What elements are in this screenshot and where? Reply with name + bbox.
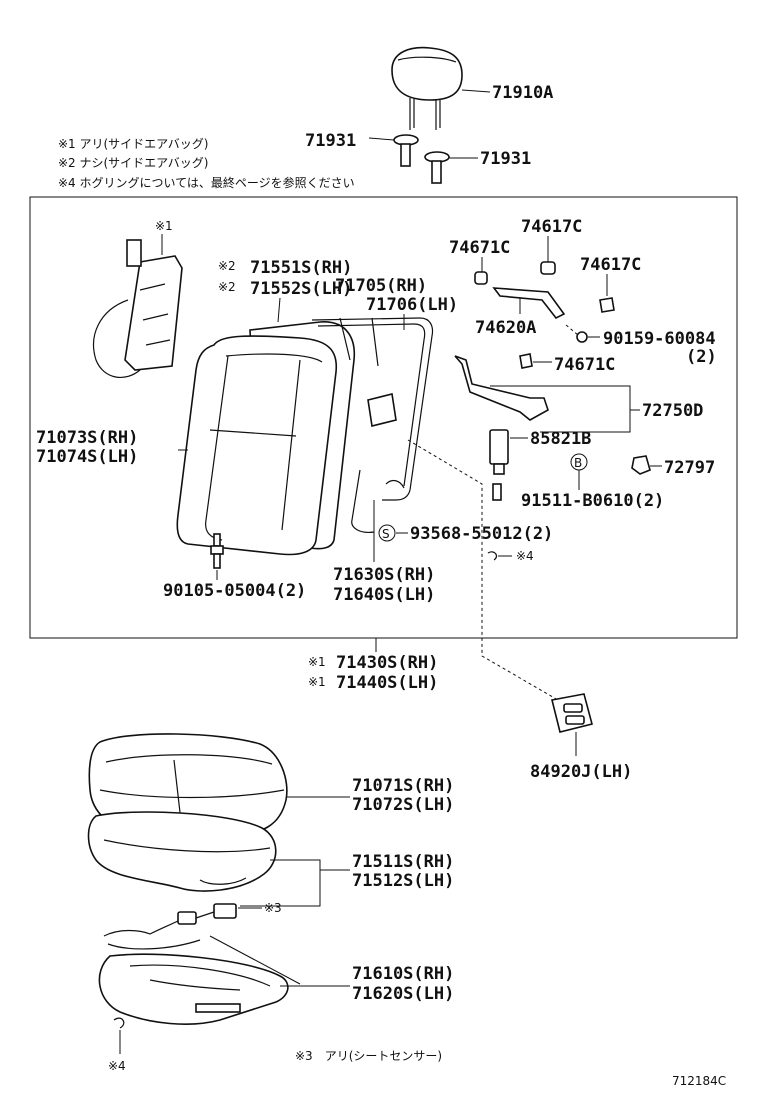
cushion-cover-drawing bbox=[88, 733, 288, 837]
label-71620S: 71620S(LH) bbox=[352, 984, 454, 1004]
bar-74620A-drawing bbox=[492, 287, 566, 320]
mark-4-b: ※4 bbox=[108, 1059, 126, 1073]
label-71931-a: 71931 bbox=[305, 131, 356, 151]
label-71511S: 71511S(RH) bbox=[352, 852, 454, 872]
mark-1-b: ※1 bbox=[308, 675, 326, 689]
label-71610S: 71610S(RH) bbox=[352, 964, 454, 984]
label-74620A: 74620A bbox=[475, 318, 536, 338]
motor-85821B-drawing bbox=[489, 429, 509, 501]
label-71705: 71705(RH) bbox=[335, 276, 427, 296]
drawing-code: 712184C bbox=[672, 1074, 726, 1088]
note-2: ※2 ナシ(サイドエアバッグ) bbox=[58, 156, 208, 170]
mark-4-a: ※4 bbox=[516, 549, 534, 563]
label-71074S: 71074S(LH) bbox=[36, 447, 138, 467]
hog-ring-drawing bbox=[487, 551, 498, 561]
label-71552S: 71552S(LH) bbox=[250, 279, 352, 299]
clip-72797-drawing bbox=[631, 455, 651, 475]
label-72750D: 72750D bbox=[642, 401, 703, 421]
side-airbag-drawing bbox=[92, 239, 183, 378]
label-74671C-top: 74671C bbox=[449, 238, 510, 258]
label-85821B: 85821B bbox=[530, 429, 591, 449]
label-71440S: 71440S(LH) bbox=[336, 673, 438, 693]
label-74617C-top: 74617C bbox=[521, 217, 582, 237]
label-71073S: 71073S(RH) bbox=[36, 428, 138, 448]
screw-90159-drawing bbox=[565, 324, 588, 343]
label-71630S: 71630S(RH) bbox=[333, 565, 435, 585]
bracket-72750D-drawing bbox=[454, 355, 549, 421]
label-71071S: 71071S(RH) bbox=[352, 776, 454, 796]
mark-1-a: ※1 bbox=[308, 655, 326, 669]
headrest-drawing bbox=[391, 46, 463, 130]
label-71931-b: 71931 bbox=[480, 149, 531, 169]
bolt-90105-drawing bbox=[210, 533, 224, 569]
mark-2-a: ※2 bbox=[218, 259, 236, 273]
note-3: ※3 アリ(シートセンサー) bbox=[295, 1049, 442, 1063]
note-4: ※4 ホグリングについては、最終ページを参照ください bbox=[58, 175, 355, 190]
clip-74671C-low bbox=[519, 353, 533, 369]
label-71551S: 71551S(RH) bbox=[250, 258, 352, 278]
label-71430S: 71430S(RH) bbox=[336, 653, 438, 673]
cushion-frame-drawing bbox=[98, 953, 289, 1025]
label-90159-qty: (2) bbox=[686, 347, 717, 367]
clip-74617C-right bbox=[599, 297, 615, 313]
label-71072S: 71072S(LH) bbox=[352, 795, 454, 815]
label-71640S: 71640S(LH) bbox=[333, 585, 435, 605]
mark-1-airbag: ※1 bbox=[155, 219, 173, 233]
mark-3: ※3 bbox=[264, 901, 282, 915]
label-90105: 90105-05004(2) bbox=[163, 581, 306, 601]
callout-s-letter: S bbox=[382, 527, 390, 541]
seatback-group-frame bbox=[29, 196, 738, 639]
seat-sensor-drawing bbox=[103, 903, 237, 950]
headrest-support-left bbox=[393, 134, 419, 167]
headrest-support-right bbox=[424, 151, 450, 184]
callout-b-letter: B bbox=[574, 456, 582, 470]
note-1: ※1 アリ(サイドエアバッグ) bbox=[58, 137, 208, 151]
label-84920J: 84920J(LH) bbox=[530, 762, 632, 782]
seatback-cover-drawing bbox=[176, 335, 338, 556]
label-74617C-right: 74617C bbox=[580, 255, 641, 275]
label-74671C-low: 74671C bbox=[554, 355, 615, 375]
mark-2-b: ※2 bbox=[218, 280, 236, 294]
clip-74671C-top bbox=[474, 271, 488, 285]
label-93568: 93568-55012(2) bbox=[410, 524, 553, 544]
label-72797: 72797 bbox=[664, 458, 715, 478]
label-91511: 91511-B0610(2) bbox=[521, 491, 664, 511]
cushion-pad-drawing bbox=[87, 811, 277, 892]
label-90159: 90159-60084 bbox=[603, 329, 716, 349]
switch-84920J-drawing bbox=[551, 693, 593, 733]
hog-ring-bottom-drawing bbox=[113, 1017, 125, 1029]
label-71512S: 71512S(LH) bbox=[352, 871, 454, 891]
clip-74617C-top bbox=[540, 261, 556, 275]
callout-s-circle bbox=[378, 524, 396, 542]
label-71706: 71706(LH) bbox=[366, 295, 458, 315]
label-71910A: 71910A bbox=[492, 83, 553, 103]
seatback-frame-drawing bbox=[311, 317, 434, 533]
switch-harness-dash bbox=[407, 439, 559, 701]
